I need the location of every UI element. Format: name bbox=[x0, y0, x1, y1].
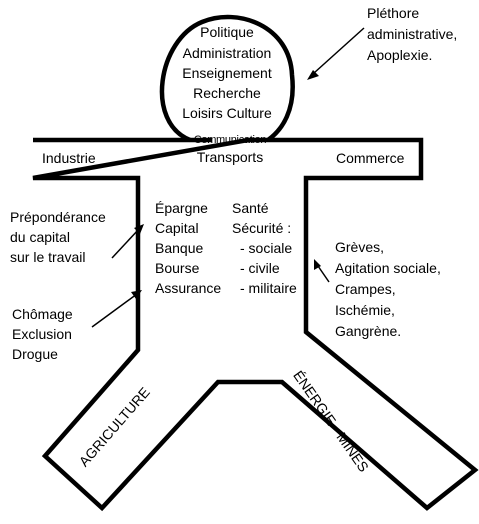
arrow-left-upper-line bbox=[111, 228, 140, 259]
body-outline bbox=[32, 137, 479, 512]
head-line-5: Loisirs Culture bbox=[182, 105, 272, 121]
note-left-upper-1: Prépondérance bbox=[10, 209, 106, 225]
transports-label: Transports bbox=[197, 149, 263, 165]
note-top-right-3: Apoplexie. bbox=[367, 47, 432, 63]
communication-label: Communication bbox=[194, 134, 267, 146]
note-right-2: Agitation sociale, bbox=[335, 260, 441, 276]
torso-left-1: Épargne bbox=[155, 200, 208, 216]
head-line-3: Enseignement bbox=[182, 65, 272, 81]
head-line-2: Administration bbox=[183, 45, 272, 61]
arrow-right-head bbox=[314, 259, 321, 270]
head-line-4: Recherche bbox=[193, 85, 261, 101]
torso-right-3: - sociale bbox=[240, 240, 292, 256]
torso-left-3: Banque bbox=[155, 240, 203, 256]
torso-left-2: Capital bbox=[155, 220, 199, 236]
arrow-left-lower-head bbox=[131, 290, 142, 299]
leg-right-label: ÉNERGIE - MINES bbox=[290, 367, 372, 474]
torso-right-2: Sécurité : bbox=[232, 220, 291, 236]
torso-right-1: Santé bbox=[232, 200, 269, 216]
torso-left-5: Assurance bbox=[155, 280, 221, 296]
head-line-1: Politique bbox=[200, 24, 254, 40]
note-top-right-1: Pléthore bbox=[367, 5, 419, 21]
torso-right-5: - militaire bbox=[240, 280, 297, 296]
arrow-left-lower-line bbox=[91, 293, 138, 328]
arrow-left-upper-head bbox=[134, 224, 144, 234]
arm-right-label: Commerce bbox=[336, 150, 405, 166]
leg-left-label: AGRICULTURE bbox=[76, 384, 153, 469]
head-outline bbox=[159, 14, 295, 143]
note-left-lower-2: Exclusion bbox=[12, 326, 72, 342]
note-right-1: Grèves, bbox=[335, 239, 384, 255]
note-left-upper-2: du capital bbox=[10, 229, 70, 245]
note-right-5: Gangrène. bbox=[335, 323, 401, 339]
note-right-3: Crampes, bbox=[335, 281, 396, 297]
note-left-upper-3: sur le travail bbox=[10, 249, 85, 265]
arrow-top-right-head bbox=[307, 70, 319, 80]
arm-left-label: Industrie bbox=[42, 150, 96, 166]
arrow-right-line bbox=[317, 265, 330, 283]
note-left-lower-3: Drogue bbox=[12, 346, 58, 362]
arrow-top-right-line bbox=[313, 27, 365, 74]
torso-right-4: - civile bbox=[240, 260, 280, 276]
note-right-4: Ischémie, bbox=[335, 302, 395, 318]
note-left-lower-1: Chômage bbox=[12, 306, 73, 322]
note-top-right-2: administrative, bbox=[367, 26, 457, 42]
torso-left-4: Bourse bbox=[155, 260, 200, 276]
